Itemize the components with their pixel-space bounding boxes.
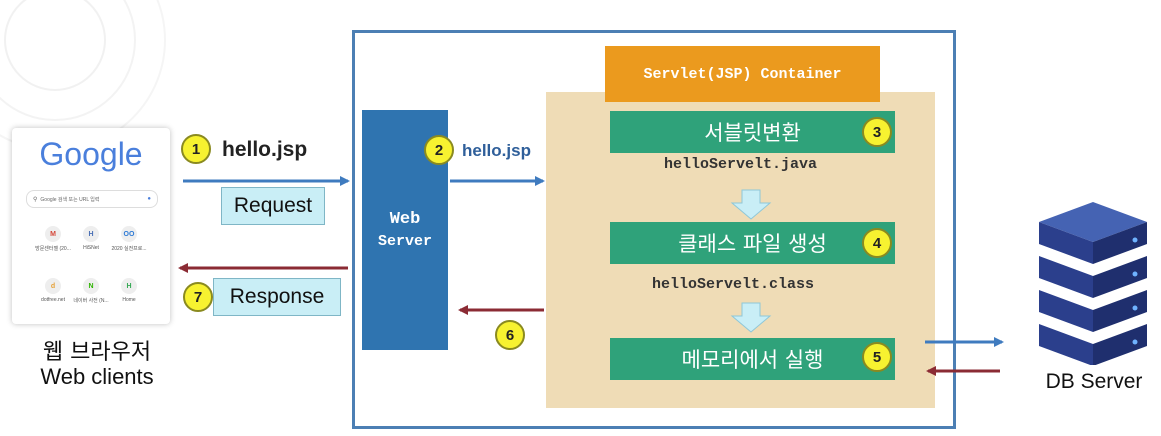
shortcut-item[interactable]: M 방문센터젤 (20...: [34, 226, 72, 252]
shortcut-icon: d: [45, 278, 61, 294]
step-1-badge: 1: [181, 134, 211, 164]
search-icon: ⚲: [33, 196, 38, 203]
java-file-label: helloServelt.java: [664, 156, 818, 173]
step-2-file: hello.jsp: [462, 141, 531, 160]
search-placeholder: Google 검색 또는 URL 입력: [40, 196, 100, 203]
browser-caption-ko: 웹 브라우저: [42, 340, 152, 365]
web-server-label-line1: Web: [389, 210, 421, 229]
browser-caption-en: Web clients: [40, 364, 154, 389]
shortcut-label: Home: [122, 297, 136, 303]
request-label: Request: [221, 187, 325, 225]
shortcut-item[interactable]: H Home: [110, 278, 148, 303]
microphone-icon[interactable]: ●: [147, 196, 151, 202]
browser-window: Google ⚲ Google 검색 또는 URL 입력 ● M 방문센터젤 (2…: [12, 128, 170, 324]
server-frame: [352, 30, 956, 429]
step-2-badge: 2: [424, 135, 454, 165]
response-label: Response: [213, 278, 341, 316]
class-file-label: helloServelt.class: [652, 276, 815, 293]
step-4-box: 클래스 파일 생성: [610, 222, 895, 264]
search-input[interactable]: ⚲ Google 검색 또는 URL 입력 ●: [26, 190, 158, 208]
shortcut-label: 네이버 사전 (N...: [73, 298, 109, 304]
shortcut-item[interactable]: d dotfree.net: [34, 278, 72, 303]
step-4-badge: 4: [862, 228, 892, 258]
shortcut-icon: N: [83, 278, 99, 294]
container-title: Servlet(JSP) Container: [605, 46, 880, 102]
shortcut-item[interactable]: OO 2020 실전프로...: [110, 226, 148, 252]
step-3-box: 서블릿변환: [610, 111, 895, 153]
db-server-label: DB Server: [1045, 370, 1143, 393]
database-server-icon: [1039, 202, 1147, 365]
web-server-label-line2: Server: [377, 233, 432, 250]
shortcut-label: 2020 실전프로...: [111, 246, 147, 252]
down-arrow-2: [730, 302, 772, 333]
down-arrow-1: [730, 189, 772, 220]
shortcut-label: HiSNet: [83, 245, 99, 251]
step-7-badge: 7: [183, 282, 213, 312]
step-5-box: 메모리에서 실행: [610, 338, 895, 380]
shortcut-label: 방문센터젤 (20...: [35, 246, 71, 252]
shortcut-item[interactable]: N 네이버 사전 (N...: [72, 278, 110, 304]
shortcut-icon: H: [83, 226, 99, 242]
step-3-badge: 3: [862, 117, 892, 147]
shortcut-icon: OO: [121, 226, 137, 242]
shortcut-item[interactable]: H HiSNet: [72, 226, 110, 251]
step-1-file: hello.jsp: [222, 138, 308, 161]
shortcut-label: dotfree.net: [41, 297, 65, 303]
google-logo: Google: [39, 136, 143, 172]
shortcut-icon: H: [121, 278, 137, 294]
shortcut-icon: M: [45, 226, 61, 242]
step-6-badge: 6: [495, 320, 525, 350]
step-5-badge: 5: [862, 342, 892, 372]
